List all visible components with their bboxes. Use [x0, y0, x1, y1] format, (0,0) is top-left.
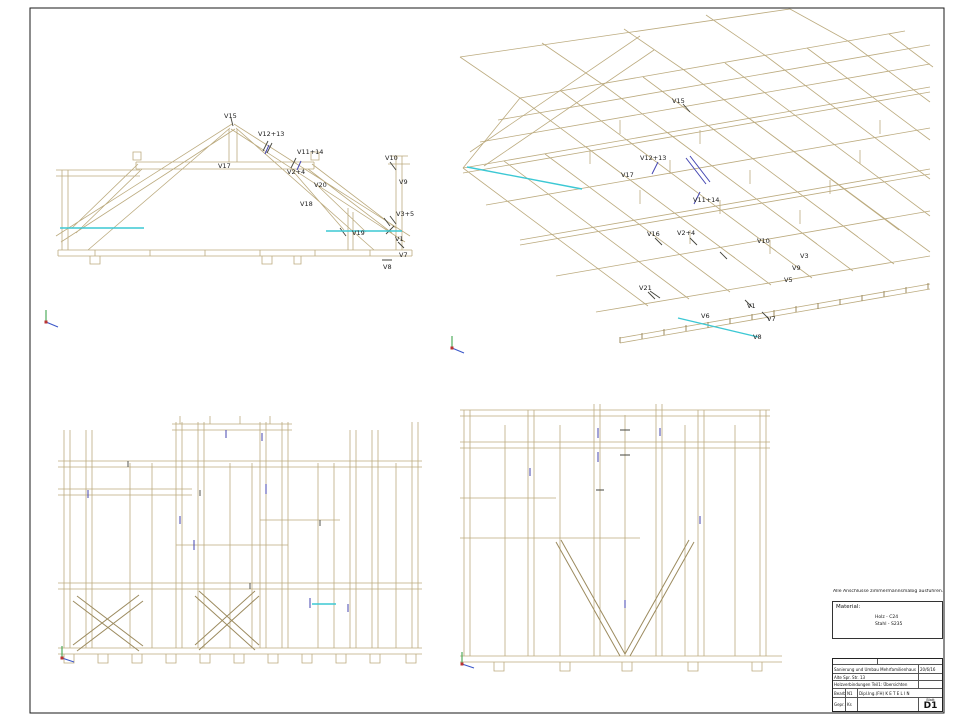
- side-elevation-view: [460, 404, 782, 672]
- drawing-subject: Holzverbindungen Teil1: Übersichten: [834, 682, 908, 687]
- titleblock-cell: [857, 698, 918, 711]
- part-label: V20: [314, 181, 327, 189]
- part-label: V8: [383, 263, 392, 271]
- material-box: Material: Holz - C24 Stahl - S235: [832, 601, 943, 639]
- part-label: V2+4: [677, 229, 695, 237]
- axis-triad-icon: [460, 652, 475, 669]
- part-label: V18: [300, 200, 313, 208]
- sheet-number-label: Blatt: [926, 698, 935, 702]
- elevation-highlighted-member: [60, 227, 402, 232]
- axis-triad-icon: [450, 336, 465, 354]
- part-label: V8: [753, 333, 762, 341]
- part-label: V10: [385, 154, 398, 162]
- frame2-connector-marks: [529, 428, 701, 608]
- axis-triad-icon: [44, 310, 59, 328]
- part-label: V3+5: [396, 210, 414, 218]
- frame-linework: [58, 416, 422, 664]
- part-label: V12+13: [258, 130, 284, 138]
- part-label: V6: [701, 312, 710, 320]
- iso-beam-end-ticks: [619, 283, 929, 343]
- frame-connector-marks: [87, 430, 349, 612]
- checked-value: Ks: [845, 698, 857, 711]
- part-label: V11+14: [297, 148, 323, 156]
- sheet-border: [29, 7, 945, 714]
- part-label: V7: [767, 315, 776, 323]
- sheet-number: D1: [923, 701, 938, 711]
- iso-connector-marks: [651, 155, 711, 205]
- part-label: V15: [224, 112, 237, 120]
- part-label: V11+14: [693, 196, 719, 204]
- part-label: V16: [647, 230, 660, 238]
- axis-triad-icon: [60, 646, 75, 663]
- date-field: 20/6/16: [918, 665, 942, 673]
- titleblock-cell: [877, 659, 942, 664]
- iso-long-beams: [462, 30, 931, 344]
- iso-joint-marks: [647, 103, 770, 320]
- general-note: Alle Anschlüsse zimmermannsmäßig ausführ…: [833, 589, 943, 594]
- title-block: Sanierung und Umbau Mehrfamilienhaus 20/…: [832, 658, 943, 712]
- titleblock-cell: [918, 674, 942, 680]
- part-label: V17: [218, 162, 231, 170]
- front-elevation-view: [58, 416, 422, 664]
- part-label: V1: [747, 302, 756, 310]
- project-name: Sanierung und Umbau Mehrfamilienhaus: [834, 666, 916, 672]
- part-label: V9: [399, 178, 408, 186]
- part-label: V12+13: [640, 154, 666, 162]
- elevation-view: V15 V12+13 V11+14 V17 V10 V9 V2+4 V20 V1…: [44, 112, 414, 328]
- titleblock-cell: [918, 681, 942, 688]
- drawn-label: Bearb.: [834, 690, 845, 696]
- material-line-steel: Stahl - S235: [875, 622, 903, 627]
- elevation-linework: [55, 123, 413, 265]
- v-brace: [555, 539, 695, 657]
- part-label: V15: [672, 97, 685, 105]
- iso-rafters: [459, 8, 934, 307]
- checked-label: Gepr.: [834, 702, 845, 707]
- x-braces: [72, 590, 260, 652]
- iso-highlighted-member: [466, 166, 759, 338]
- part-label: V7: [399, 251, 408, 259]
- part-label: V1: [395, 235, 404, 243]
- isometric-view: V15 V12+13 V17 V11+14 V16 V2+4 V21 V10 V…: [450, 8, 934, 354]
- frame2-linework: [460, 404, 782, 672]
- project-address: Alte Spr. Str. 13: [834, 674, 866, 680]
- iso-posts: [589, 120, 881, 254]
- part-label: V19: [352, 229, 365, 237]
- part-label: V5: [784, 276, 793, 284]
- part-label: V10: [757, 237, 770, 245]
- sheet-number-cell: Blatt D1: [918, 698, 942, 711]
- part-label: V3: [800, 252, 809, 260]
- elevation-connector-marks: [264, 144, 302, 171]
- elevation-joint-marks: [230, 117, 405, 261]
- part-label: V9: [792, 264, 801, 272]
- part-label: V17: [621, 171, 634, 179]
- drawn-value: N1: [845, 689, 857, 697]
- material-line-wood: Holz - C24: [875, 615, 899, 620]
- frame-joint-marks: [127, 461, 321, 589]
- frame2-joint-marks: [596, 429, 630, 491]
- part-label: V21: [639, 284, 652, 292]
- engineer-name: Dipl.Ing.(FH) K E T E L I N: [857, 689, 942, 697]
- part-label: V2+4: [287, 168, 305, 176]
- material-title: Material:: [836, 604, 861, 610]
